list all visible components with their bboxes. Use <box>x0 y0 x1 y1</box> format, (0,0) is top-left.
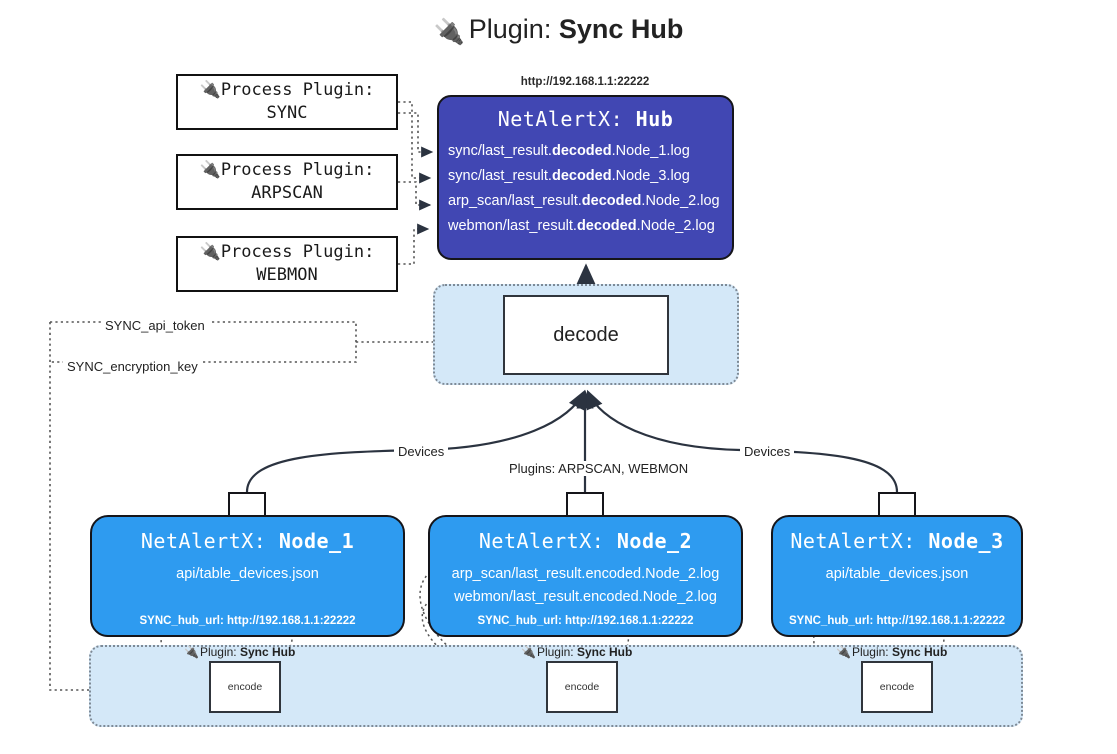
hub-card[interactable]: NetAlertX: Hub sync/last_result.decoded.… <box>437 95 734 260</box>
hub-log-line: sync/last_result.decoded.Node_3.log <box>448 167 690 184</box>
title-prefix: Plugin: <box>468 14 552 44</box>
node-title: NetAlertX: Node_2 <box>478 529 693 553</box>
process-plugin-sync[interactable]: 🔌Process Plugin: SYNC <box>176 74 398 130</box>
node-footer: SYNC_hub_url: http://192.168.1.1:22222 <box>477 615 694 627</box>
process-plugin-name: ARPSCAN <box>251 183 323 203</box>
process-plugin-name: SYNC <box>266 103 308 123</box>
encode-plugin-label-3: 🔌Plugin: Sync Hub <box>836 645 948 659</box>
node-card-node-3[interactable]: NetAlertX: Node_3 api/table_devices.json… <box>771 515 1023 637</box>
edge-webmon-plugin-to-log4 <box>398 223 430 265</box>
hub-log-line: sync/last_result.decoded.Node_1.log <box>448 143 690 159</box>
plug-icon: 🔌 <box>521 645 536 659</box>
hub-url: http://192.168.1.1:22222 <box>520 76 650 88</box>
page-title: 🔌Plugin: Sync Hub <box>0 14 1117 46</box>
node-line: webmon/last_result.encoded.Node_2.log <box>454 589 717 605</box>
plug-icon: 🔌 <box>199 160 221 181</box>
label-devices-left: Devices <box>394 444 449 459</box>
edge-node1-devices-to-decode <box>245 389 586 493</box>
label-plugins-middle: Plugins: ARPSCAN, WEBMON <box>505 461 693 476</box>
encode-box-2[interactable]: encode <box>546 661 618 713</box>
hub-title: NetAlertX: Hub <box>439 107 732 131</box>
encode-plugin-label-2: 🔌Plugin: Sync Hub <box>521 645 633 659</box>
plug-icon: 🔌 <box>836 645 851 659</box>
encode-box-3[interactable]: encode <box>861 661 933 713</box>
label-sync-api-token: SYNC_api_token <box>101 318 209 333</box>
process-plugin-label: Process Plugin: <box>220 80 375 101</box>
edge-sync-plugin-to-log1 <box>398 101 432 184</box>
encode-plugin-label-1: 🔌Plugin: Sync Hub <box>184 645 296 659</box>
title-name: Sync Hub <box>558 14 684 44</box>
process-plugin-name: WEBMON <box>256 265 318 285</box>
edge-node3-devices-to-decode <box>586 389 899 493</box>
node-line: api/table_devices.json <box>825 566 969 582</box>
plug-icon: 🔌 <box>199 242 221 263</box>
hub-log-line: webmon/last_result.decoded.Node_2.log <box>448 217 715 234</box>
process-plugin-label: Process Plugin: <box>220 160 375 181</box>
process-plugin-arpscan[interactable]: 🔌Process Plugin: ARPSCAN <box>176 154 398 210</box>
hub-title-prefix: NetAlertX: <box>497 107 624 131</box>
edge-arpscan-plugin-to-log3 <box>398 181 432 211</box>
plug-icon: 🔌 <box>433 18 465 46</box>
plug-icon: 🔌 <box>184 645 199 659</box>
hub-log-line: arp_scan/last_result.decoded.Node_2.log <box>448 192 720 209</box>
node-title: NetAlertX: Node_1 <box>140 529 355 553</box>
node-line: arp_scan/last_result.encoded.Node_2.log <box>451 566 720 582</box>
node-card-node-1[interactable]: NetAlertX: Node_1 api/table_devices.json… <box>90 515 405 637</box>
node-line: api/table_devices.json <box>176 566 319 582</box>
process-plugin-label: Process Plugin: <box>220 242 375 263</box>
hub-title-name: Hub <box>635 107 674 131</box>
plug-icon: 🔌 <box>199 80 221 101</box>
node-card-node-2[interactable]: NetAlertX: Node_2 arp_scan/last_result.e… <box>428 515 743 637</box>
edge-sync-plugin-to-log2 <box>398 112 434 158</box>
node-footer: SYNC_hub_url: http://192.168.1.1:22222 <box>139 615 356 627</box>
process-plugin-webmon[interactable]: 🔌Process Plugin: WEBMON <box>176 236 398 292</box>
decode-box[interactable]: decode <box>503 295 669 375</box>
encode-box-1[interactable]: encode <box>209 661 281 713</box>
label-devices-right: Devices <box>740 444 795 459</box>
node-footer: SYNC_hub_url: http://192.168.1.1:22222 <box>788 615 1006 627</box>
label-sync-encryption-key: SYNC_encryption_key <box>63 359 202 374</box>
node-title: NetAlertX: Node_3 <box>790 529 1004 553</box>
